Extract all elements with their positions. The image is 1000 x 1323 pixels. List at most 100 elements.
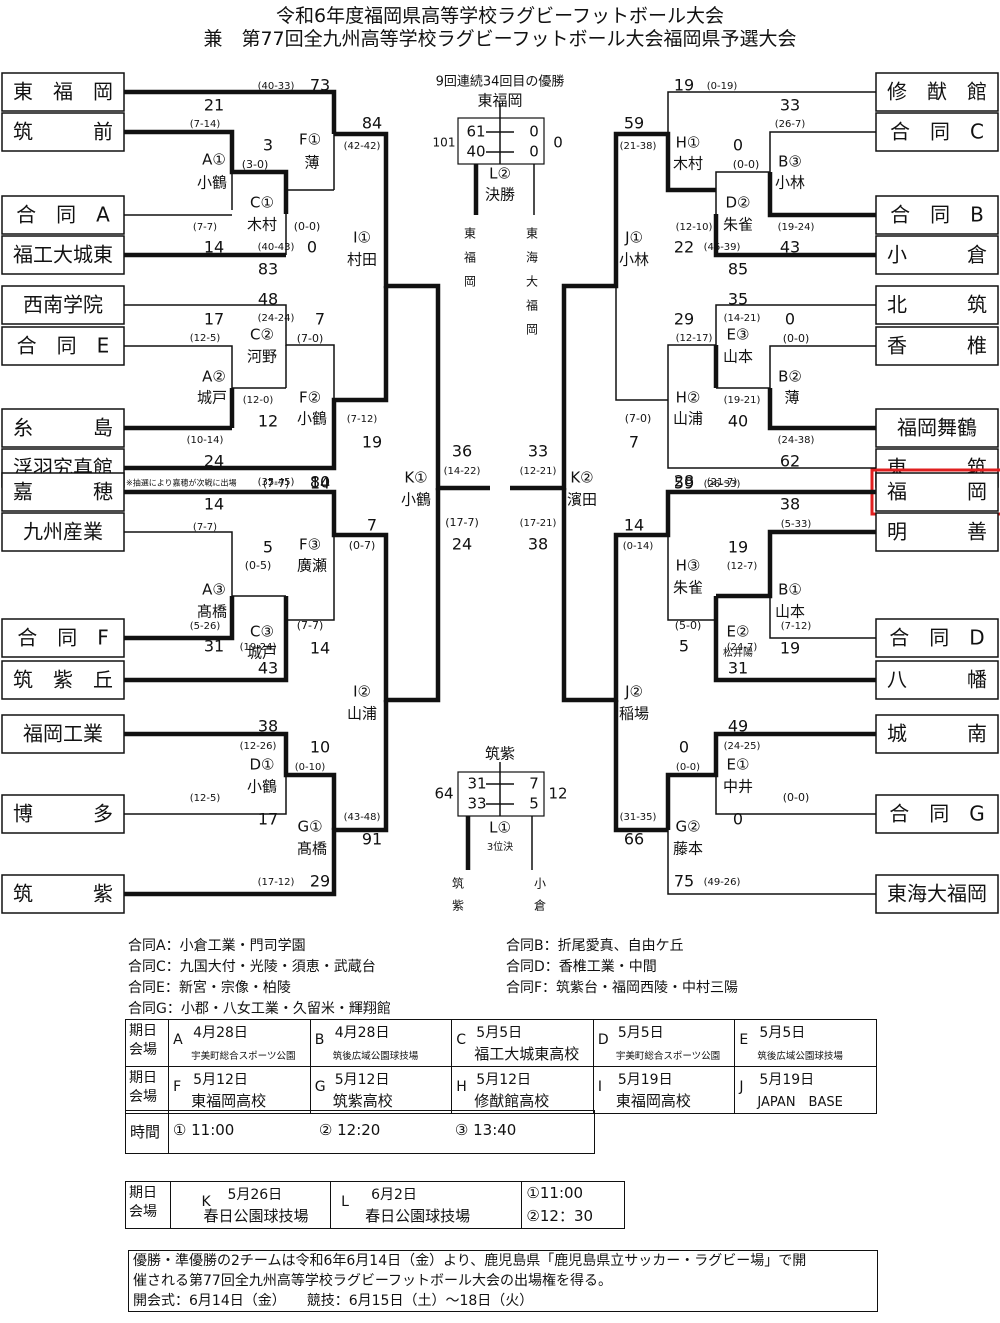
match-label: 決勝 — [485, 186, 515, 204]
score: (7-7) — [297, 619, 324, 632]
note-joint-b: 合同B：折尾愛真、自由ケ丘 — [506, 938, 684, 954]
score: 49 — [728, 717, 748, 736]
score: 19 — [674, 76, 694, 95]
line — [667, 830, 876, 895]
line — [716, 529, 876, 599]
champion-caption: 9回連続34回目の優勝 — [436, 75, 565, 90]
team-name: 東 福 岡 — [13, 80, 113, 104]
score: (17-21) — [520, 518, 557, 529]
score: (7-0) — [297, 332, 324, 345]
team-box — [875, 794, 999, 834]
time-table: 時間 ① 11:00 ② 12:20 ③ 13:40 — [125, 1110, 596, 1154]
match-label: A③ — [202, 581, 226, 599]
match-label: 木村 — [247, 216, 277, 234]
team-name: 福工大城東 — [13, 243, 113, 267]
match-label: F① — [299, 131, 321, 149]
team-name: 合 同 C — [890, 120, 984, 144]
note-joint-c: 合同C：九国大付・光陵・須恵・武蔵台 — [128, 959, 376, 975]
score: 19 — [362, 433, 382, 452]
score: (7-7) — [193, 222, 217, 233]
team-box — [1, 72, 125, 112]
match-date: 5月5日 — [617, 1025, 664, 1041]
score: (12-26) — [240, 741, 277, 752]
team-box — [875, 660, 999, 700]
match-label: J② — [624, 683, 643, 701]
score: 7 — [629, 433, 639, 452]
match-venue: 東福岡高校 — [191, 1092, 267, 1110]
match-label: L② — [489, 165, 511, 183]
match-label: 朱雀 — [673, 579, 703, 597]
score: 80 — [310, 473, 330, 492]
team-box — [1, 285, 125, 325]
score: (0-0) — [783, 332, 810, 345]
team-box — [875, 874, 999, 914]
third-team-right-char: 小 — [534, 877, 546, 891]
team-name: 合 同 B — [890, 203, 984, 227]
match-label: 小鶴 — [401, 491, 431, 509]
score: (12-7) — [727, 561, 758, 572]
team-name: 福岡工業 — [23, 722, 103, 746]
score: 10 — [310, 738, 330, 757]
match-label: J① — [624, 229, 643, 247]
score: (0-19) — [707, 81, 738, 92]
match-label: L① — [489, 819, 511, 837]
match-letter: J — [739, 1079, 744, 1095]
line — [716, 345, 876, 389]
score: (21-38) — [620, 141, 657, 152]
title-line-2: 兼 第77回全九州高等学校ラグビーフットボール大会福岡県予選大会 — [203, 28, 797, 50]
score: 33 — [780, 96, 800, 115]
team-box — [1, 874, 125, 914]
match-date: 4月28日 — [193, 1025, 248, 1041]
line — [510, 131, 716, 491]
match-label: D① — [250, 756, 275, 774]
team-name: 合 同 D — [889, 626, 984, 650]
score: (14-21) — [724, 313, 761, 324]
match-label: 山浦 — [673, 410, 703, 428]
match-label: 朱雀 — [723, 216, 753, 234]
score: (40-33) — [258, 81, 295, 92]
match-label: G② — [675, 818, 700, 836]
match-label: I① — [353, 229, 371, 247]
score: 14 — [310, 474, 330, 493]
line — [767, 172, 876, 218]
match-date: 5月12日 — [334, 1072, 390, 1088]
match-label: 稲場 — [619, 705, 649, 723]
match-venue: 筑紫高校 — [332, 1092, 393, 1110]
score: (12-10) — [676, 222, 713, 233]
times-cell: ① 11:00 ② 12:20 ③ 13:40 — [167, 1110, 596, 1154]
score: 83 — [258, 260, 278, 279]
match-label: 山浦 — [347, 705, 377, 723]
score: (19-24) — [778, 222, 815, 233]
team-name: 合 同 A — [16, 203, 110, 227]
team-box — [1, 714, 125, 754]
score: 75 — [674, 872, 694, 891]
match-label: C② — [250, 326, 274, 344]
final-team-right-char: 大 — [526, 275, 538, 289]
team-name: 福岡舞鶴 — [897, 416, 977, 440]
final-team-right-char: 海 — [526, 250, 538, 265]
team-box — [1, 472, 125, 512]
score: (0-0) — [294, 220, 321, 233]
team-name: 嘉 穂 — [13, 480, 113, 504]
match-label: G① — [297, 818, 322, 836]
score: (0-7) — [349, 539, 376, 552]
team-box — [1, 408, 125, 448]
match-date: 5月19日 — [617, 1072, 673, 1088]
score: 7 — [367, 516, 377, 535]
score: 17 — [258, 810, 278, 829]
match-label: 藤本 — [673, 840, 703, 858]
team-name: 小 倉 — [887, 243, 987, 267]
score: (0-0) — [783, 791, 810, 804]
score: 73 — [310, 76, 330, 95]
match-venue: 筑後広域公園球技場 — [757, 1051, 843, 1062]
score: (24-24) — [258, 313, 295, 324]
score: 29 — [674, 310, 694, 329]
match-label: 河野 — [247, 348, 277, 366]
match-letter: C — [456, 1032, 467, 1048]
team-box — [875, 714, 999, 754]
team-box — [1, 326, 125, 366]
